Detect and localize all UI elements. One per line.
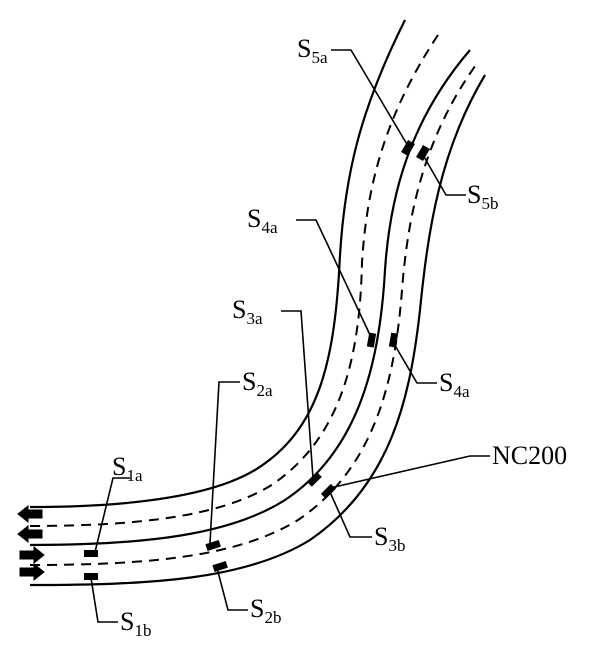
leader-nc200 (329, 455, 490, 489)
sensor-s1b (84, 573, 98, 580)
arrow-left-icon (17, 524, 43, 544)
label-nc200: NC200 (492, 441, 567, 470)
leader-s2b (216, 567, 248, 611)
sensor-s2a (205, 539, 221, 551)
leader-s1a (94, 477, 130, 553)
label-s3b: S3b (374, 522, 405, 555)
leader-s5b (422, 154, 466, 196)
leader-s3b (329, 491, 372, 538)
label-s4a-lower: S4a (439, 368, 470, 401)
label-s4a-upper: S4a (247, 204, 278, 237)
label-s1b: S1b (120, 607, 151, 640)
sensor-s2b (212, 560, 228, 572)
label-s5a: S5a (297, 34, 328, 67)
label-s1a: S1a (112, 452, 143, 485)
sensor-s1a (84, 550, 98, 557)
sensor-s3b (320, 483, 336, 499)
lane-center-dashed-right (29, 61, 479, 566)
sensor-s4a-lower (388, 332, 399, 348)
sensor-s5a (401, 139, 415, 157)
leader-s4a-upper (296, 219, 372, 338)
label-s3a: S3a (232, 295, 263, 328)
leader-s1b (90, 577, 118, 623)
arrow-right-icon (19, 545, 45, 565)
leader-s5a (331, 49, 409, 147)
label-s5b: S5b (467, 180, 498, 213)
sensor-s3a (306, 471, 322, 487)
arrow-left-icon (17, 504, 43, 524)
road-edge-outer-right (29, 74, 486, 587)
lane-center-dashed-left (29, 34, 439, 527)
sensor-s4a-upper (366, 332, 377, 348)
arrow-right-icon (19, 562, 45, 582)
leader-s2a (209, 381, 240, 544)
road-lane-divider (29, 49, 471, 547)
road-edge-outer-left (29, 19, 406, 509)
label-s2b: S2b (250, 594, 281, 627)
sensor-s5b (416, 144, 430, 162)
leader-s4a-lower (392, 341, 437, 384)
label-s2a: S2a (242, 367, 273, 400)
leader-s3a (281, 310, 314, 479)
